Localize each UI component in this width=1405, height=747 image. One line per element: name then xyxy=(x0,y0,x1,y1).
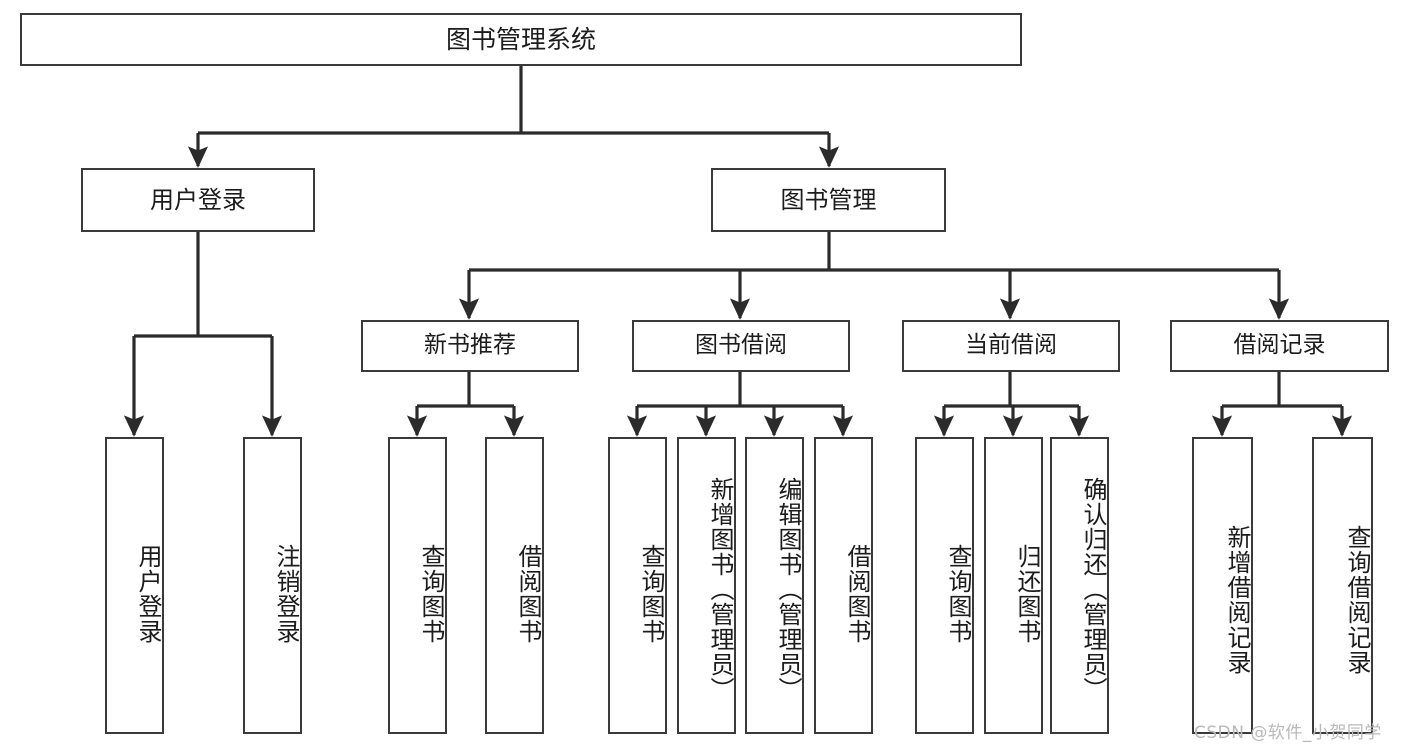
node-label: 借阅图书 xyxy=(514,543,542,644)
node-label: 查询图书 xyxy=(417,543,445,644)
leaf-borrow-record-add-record[interactable]: 新增借阅记录 xyxy=(1192,437,1253,734)
node-label: 当前借阅 xyxy=(965,332,1057,359)
node-label: 注销登录 xyxy=(272,543,300,644)
node-label: 查询图书 xyxy=(637,543,665,644)
csdn-watermark: CSDN @软件_小贺同学 xyxy=(1194,723,1382,743)
node-label: 图书管理 xyxy=(780,185,877,214)
leaf-user-login-login[interactable]: 用户登录 xyxy=(105,437,164,734)
leaf-book-borrow-add-book-admin[interactable]: 新增图书（管理员） xyxy=(677,437,736,734)
node-new-book-recommend[interactable]: 新书推荐 xyxy=(361,320,579,372)
node-label: 归还图书 xyxy=(1013,543,1041,644)
node-label: 图书借阅 xyxy=(695,332,787,359)
node-current-borrow[interactable]: 当前借阅 xyxy=(902,320,1120,372)
node-label: 确认归还（管理员） xyxy=(1079,477,1107,702)
node-label: 新书推荐 xyxy=(424,332,516,359)
node-label: 图书管理系统 xyxy=(445,24,596,54)
node-label: 查询图书 xyxy=(944,543,972,644)
leaf-book-borrow-query-book[interactable]: 查询图书 xyxy=(608,437,667,734)
node-label: 编辑图书（管理员） xyxy=(774,477,802,702)
leaf-book-borrow-borrow-book[interactable]: 借阅图书 xyxy=(814,437,873,734)
node-book-management[interactable]: 图书管理 xyxy=(711,168,946,232)
leaf-current-borrow-query-book[interactable]: 查询图书 xyxy=(915,437,974,734)
leaf-current-borrow-return-book[interactable]: 归还图书 xyxy=(984,437,1043,734)
node-label: 查询借阅记录 xyxy=(1343,524,1371,675)
node-label: 用户登录 xyxy=(134,543,162,644)
node-root-book-management-system[interactable]: 图书管理系统 xyxy=(20,13,1022,66)
leaf-user-login-logout[interactable]: 注销登录 xyxy=(243,437,302,734)
node-label: 借阅记录 xyxy=(1233,332,1326,359)
node-book-borrow[interactable]: 图书借阅 xyxy=(632,320,850,372)
node-label: 新增图书（管理员） xyxy=(706,477,734,702)
leaf-new-book-query-book[interactable]: 查询图书 xyxy=(388,437,447,734)
leaf-borrow-record-query-record[interactable]: 查询借阅记录 xyxy=(1312,437,1373,734)
node-label: 新增借阅记录 xyxy=(1223,524,1251,675)
leaf-current-borrow-confirm-return-admin[interactable]: 确认归还（管理员） xyxy=(1050,437,1109,734)
node-label: 用户登录 xyxy=(150,185,246,214)
node-borrow-record[interactable]: 借阅记录 xyxy=(1170,320,1389,372)
node-user-login[interactable]: 用户登录 xyxy=(81,168,315,232)
node-label: 借阅图书 xyxy=(843,543,871,644)
leaf-new-book-borrow-book[interactable]: 借阅图书 xyxy=(485,437,544,734)
leaf-book-borrow-edit-book-admin[interactable]: 编辑图书（管理员） xyxy=(745,437,804,734)
